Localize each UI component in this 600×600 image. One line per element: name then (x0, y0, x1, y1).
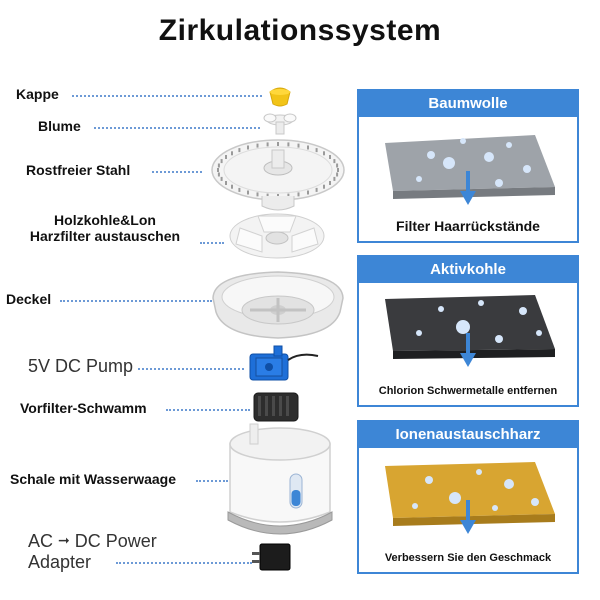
label-cap: Kappe (16, 86, 59, 102)
leader-sponge (166, 409, 250, 411)
cotton-layer-figure (385, 135, 555, 205)
leader-pump (138, 368, 244, 370)
resin-bubbles (412, 469, 539, 511)
leader-lid (60, 300, 212, 302)
arrow-down-icon (460, 171, 476, 205)
cotton-layer-slab (385, 135, 555, 191)
label-adapter-ac: AC (28, 531, 54, 551)
label-pump: 5V DC Pump (28, 356, 134, 376)
leader-steel (152, 171, 202, 173)
cap-icon (269, 87, 291, 107)
label-adapter-row2: Adapter (28, 552, 92, 572)
carbon-layer-slab (385, 295, 555, 351)
leader-flower (94, 127, 260, 129)
panel-resin-caption: Verbessern Sie den Geschmack (384, 552, 552, 564)
label-filter-line2: Harzfilter austauschen (29, 228, 181, 244)
leader-bowl (196, 480, 228, 482)
pump-icon (249, 345, 319, 381)
arrow-right-icon: ➞ (58, 532, 70, 548)
panel-carbon: Aktivkohle Chlorion Schwermetalle entfer… (357, 255, 579, 407)
resin-layer-slab (385, 462, 555, 518)
label-bowl: Schale mit Wasserwaage (10, 471, 177, 487)
power-adapter-icon (252, 543, 291, 571)
label-adapter-row1: AC ➞ DC Power (28, 530, 157, 552)
flower-icon (263, 113, 297, 135)
arrow-down-icon (460, 500, 476, 534)
label-adapter-dc: DC Power (74, 531, 157, 551)
label-flower: Blume (38, 118, 81, 134)
label-adapter: AC ➞ DC Power Adapter (28, 530, 157, 573)
panel-cotton-caption: Filter Haarrückstände (396, 218, 540, 234)
label-sponge: Vorfilter-Schwamm (20, 400, 147, 416)
panel-cotton-header: Baumwolle (359, 91, 577, 117)
label-filter-line1: Holzkohle&Lon (54, 212, 156, 228)
label-steel: Rostfreier Stahl (26, 162, 131, 178)
leader-cap (72, 95, 262, 97)
label-lid: Deckel (6, 291, 52, 307)
carbon-layer-figure (385, 295, 555, 367)
panel-resin: Ionenaustauschharz Verbessern Sie den Ge… (357, 420, 579, 574)
water-level-icon (289, 473, 303, 509)
arrow-down-icon (460, 333, 476, 367)
panel-cotton: Baumwolle Filter Haarrückstände (357, 89, 579, 243)
leader-filter (200, 242, 224, 244)
panel-resin-header: Ionenaustauschharz (359, 422, 577, 448)
carbon-bubbles (416, 300, 542, 343)
sponge-icon (253, 392, 299, 422)
bowl-icon (227, 423, 333, 535)
leader-adapter (116, 562, 252, 564)
lid-icon (212, 271, 344, 339)
resin-layer-figure (385, 462, 555, 534)
panel-carbon-caption: Chlorion Schwermetalle entfernen (378, 385, 558, 397)
steel-plate-icon (211, 139, 345, 211)
filter-discs-icon (229, 213, 325, 259)
cotton-bubbles (416, 138, 531, 187)
panel-carbon-header: Aktivkohle (359, 257, 577, 283)
diagram-title: Zirkulationssystem (158, 14, 442, 47)
label-filter: Holzkohle&Lon Harzfilter austauschen (14, 212, 196, 244)
